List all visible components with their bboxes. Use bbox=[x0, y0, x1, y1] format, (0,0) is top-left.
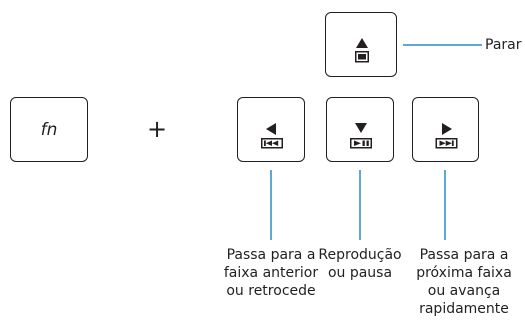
fn-key-label: fn bbox=[40, 120, 58, 140]
next-track-key bbox=[412, 97, 479, 162]
next-label: Passa para a próxima faixa ou avança rap… bbox=[416, 247, 512, 317]
next-track-icon bbox=[435, 123, 458, 149]
play-pause-key bbox=[326, 97, 394, 162]
fn-key: fn bbox=[10, 97, 88, 162]
plus-sign: + bbox=[147, 115, 168, 143]
previous-track-icon bbox=[261, 123, 283, 149]
play-pause-icon bbox=[350, 123, 372, 149]
stop-icon bbox=[355, 38, 369, 63]
previous-track-key bbox=[237, 97, 305, 162]
stop-key bbox=[325, 12, 397, 77]
stop-label: Parar bbox=[485, 37, 522, 53]
play-pause-label: Reprodução ou pausa bbox=[318, 247, 402, 281]
previous-label: Passa para a faixa anterior ou retrocede bbox=[223, 247, 319, 299]
